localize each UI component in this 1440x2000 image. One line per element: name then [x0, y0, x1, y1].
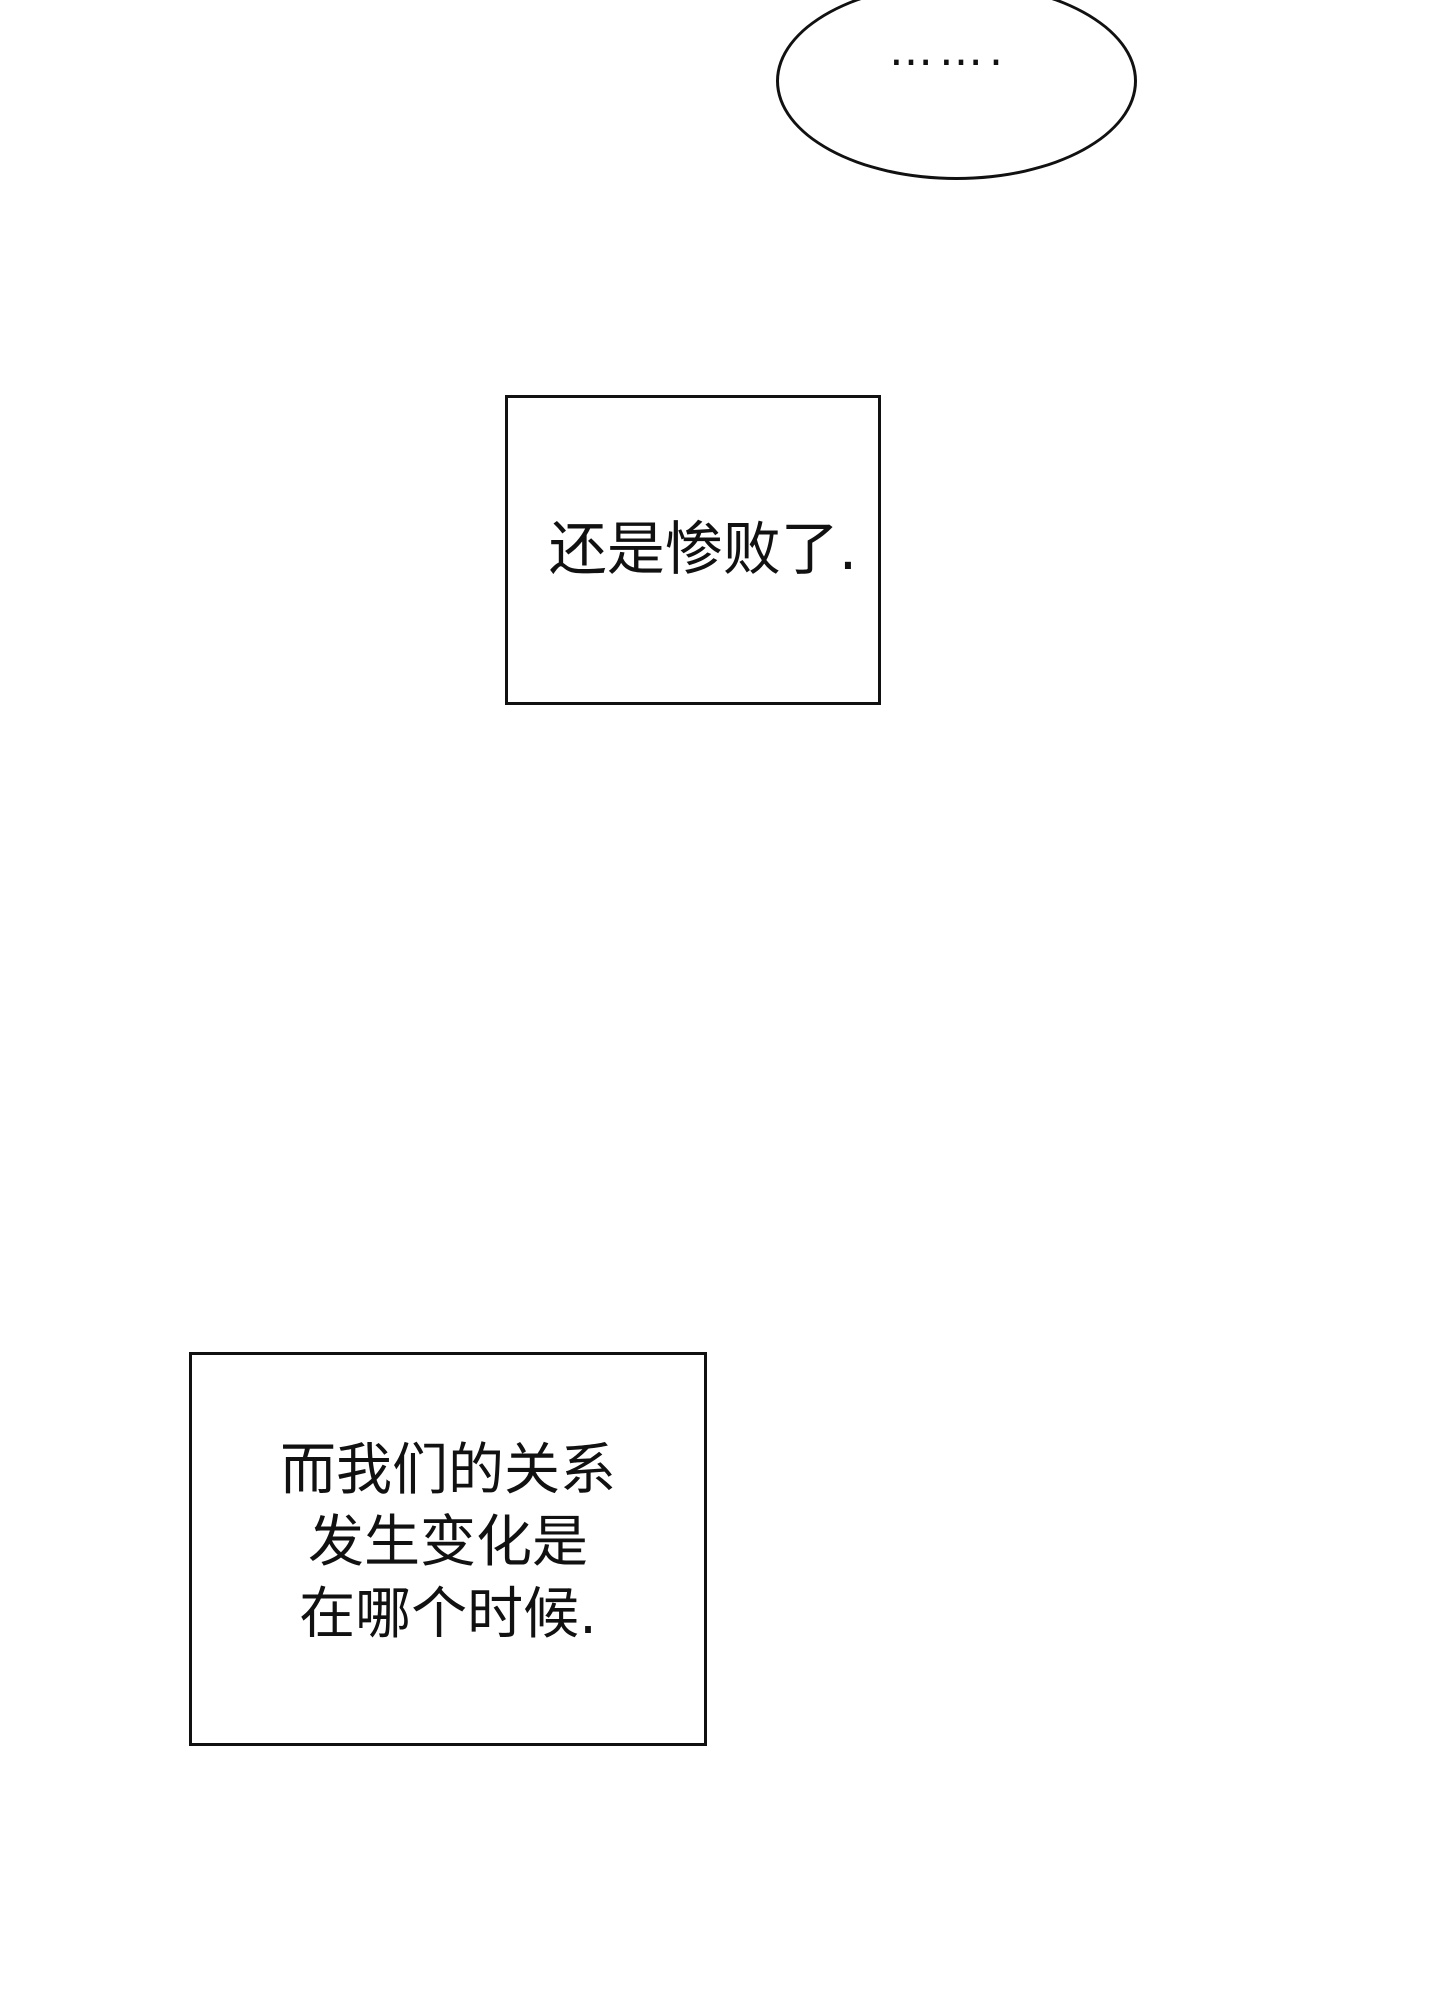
- caption-box-relationship: 而我们的关系 发生变化是 在哪个时候.: [189, 1352, 707, 1746]
- caption-line: 而我们的关系: [280, 1438, 616, 1504]
- caption-line: 在哪个时候.: [299, 1581, 597, 1647]
- speech-bubble: …….: [776, 0, 1137, 180]
- caption-line: 发生变化是: [308, 1510, 588, 1576]
- caption-text-defeat: 还是惨败了.: [548, 515, 858, 584]
- caption-box-defeat: 还是惨败了.: [505, 395, 881, 705]
- speech-bubble-text: …….: [889, 25, 1009, 76]
- caption-text-relationship: 而我们的关系 发生变化是 在哪个时候.: [280, 1435, 616, 1650]
